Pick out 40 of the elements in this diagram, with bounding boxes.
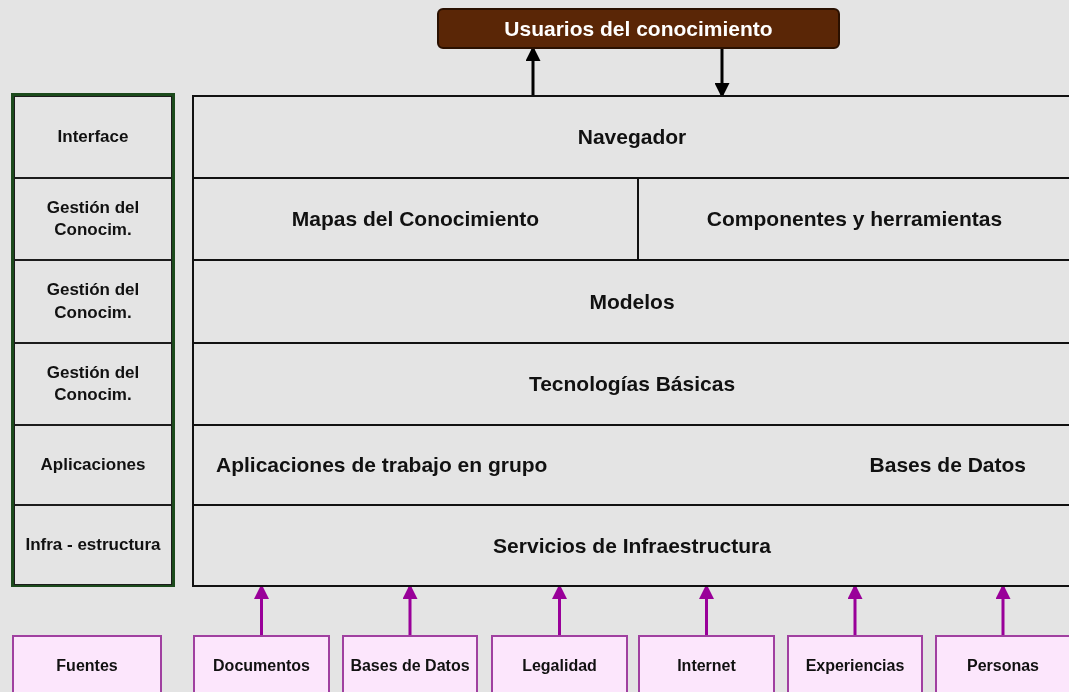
source-label: Experiencias bbox=[804, 657, 906, 675]
layer-text: Componentes y herramientas bbox=[705, 207, 1004, 231]
source-label: Legalidad bbox=[521, 657, 598, 675]
layer-label-box bbox=[14, 260, 172, 343]
source-box bbox=[342, 635, 478, 692]
layer-text: Gestión del Conocim. bbox=[45, 361, 141, 406]
arrow bbox=[714, 49, 730, 98]
layer-label-box bbox=[14, 178, 172, 260]
source-box bbox=[491, 635, 628, 692]
source-label: Bases de Datos bbox=[349, 657, 471, 675]
layer-text: Aplicaciones de trabajo en grupo bbox=[215, 453, 549, 477]
layer-text: Navegador bbox=[576, 125, 688, 149]
layer-box bbox=[192, 95, 1069, 179]
source-label: Personas bbox=[965, 657, 1040, 675]
arrow bbox=[525, 46, 541, 95]
layer-text: Gestión del Conocim. bbox=[45, 279, 141, 324]
source-label: Documentos bbox=[212, 657, 311, 675]
source-box bbox=[787, 635, 923, 692]
layer-label-box bbox=[14, 96, 172, 178]
layer-text: Servicios de Infraestructura bbox=[492, 533, 772, 558]
layer-label-box bbox=[14, 343, 172, 425]
layer-text: Modelos bbox=[588, 289, 676, 314]
source-box bbox=[638, 635, 775, 692]
layer-text: Infra - estructura bbox=[24, 533, 162, 556]
source-box bbox=[935, 635, 1069, 692]
layer-box bbox=[192, 504, 1069, 587]
layer-label-box bbox=[14, 425, 172, 505]
title-box bbox=[437, 8, 840, 49]
source-box bbox=[193, 635, 330, 692]
layer-text: Usuarios del conocimiento bbox=[503, 16, 774, 41]
source-label: Fuentes bbox=[55, 657, 119, 675]
layer-label-box bbox=[14, 505, 172, 585]
layer-text: Aplicaciones bbox=[39, 453, 147, 476]
layer-text: Gestión del Conocim. bbox=[45, 196, 141, 241]
layer-text: Tecnologías Básicas bbox=[527, 372, 737, 396]
source-label: Internet bbox=[676, 657, 737, 675]
layer-text: Bases de Datos bbox=[868, 453, 1027, 477]
source-box bbox=[12, 635, 162, 692]
layer-text: Mapas del Conocimiento bbox=[290, 207, 541, 231]
layer-text: Interface bbox=[56, 125, 130, 148]
